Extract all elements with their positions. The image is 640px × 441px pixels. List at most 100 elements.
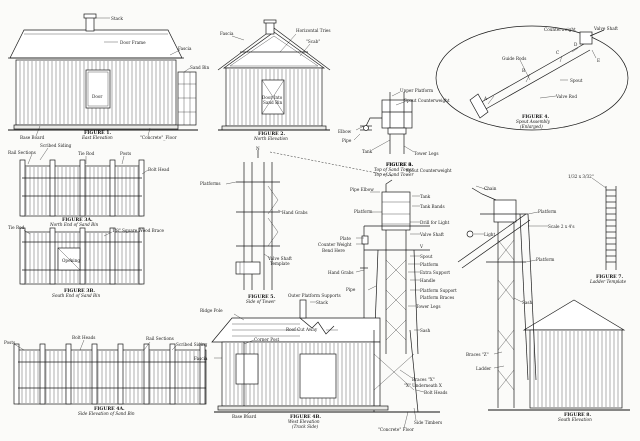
figure-1-subtitle: East Elevation	[81, 135, 113, 140]
label-pipe-6: Pipe	[346, 287, 356, 292]
figure-3a-north-end: Scribed Siding Rail Sections Tie Rod Pos…	[8, 143, 170, 227]
label-fascia: Fascia	[178, 46, 192, 51]
label-tower-legs-3: Tower Legs	[414, 151, 438, 156]
label-c: C	[556, 50, 559, 55]
label-scale: Scale 2 x 4's	[548, 224, 575, 229]
label-bolt-heads-4a: Bolt Heads	[72, 335, 95, 340]
label-upper-platform: Upper Platform	[400, 88, 433, 93]
label-outer-platform-supports: Outer Platform Supports	[288, 293, 341, 298]
figure-6-caption: FIGURE 6.	[386, 162, 413, 168]
label-corner-post: Corner Post	[254, 337, 280, 342]
label-tie-rod-3b: Tie Rod	[8, 225, 25, 230]
label-rail-sections-3a: Rail Sections	[8, 150, 36, 155]
label-stack-4b: Stack	[316, 300, 328, 305]
label-platform-6b: Platform	[420, 262, 438, 267]
label-bolt-heads-4b: Bolt Heads	[424, 390, 447, 395]
label-door-frame: Door Frame	[120, 40, 146, 45]
label-handle: Handle	[420, 278, 436, 283]
label-extra-support: Extra Support	[420, 270, 450, 275]
label-scab: "Scab"	[306, 39, 320, 44]
label-x-underneath: "X" Underneath X	[404, 383, 442, 388]
figure-4-subtitle-2: (Enlarged)	[520, 124, 543, 129]
label-guide-rods: Guide Rods	[502, 56, 526, 61]
figure-2-north-elevation: Fascia Horizontal Tries "Scab" Door Into…	[217, 19, 331, 141]
figure-6-subtitle: Top of Sand Tower	[374, 172, 415, 177]
figure-8-subtitle: South Elevation	[558, 417, 592, 422]
label-sand-bin-2: Sand Bin	[263, 100, 282, 105]
label-sand-bin: Sand Bin	[190, 65, 209, 70]
label-n: N	[256, 146, 260, 151]
label-tie-rod-3a: Tie Rod	[78, 151, 95, 156]
label-tank-bands: Tank Bands	[420, 204, 445, 209]
label-chain: Chain	[484, 186, 497, 191]
label-v: V	[419, 244, 424, 249]
label-d: D	[574, 42, 578, 47]
label-braces-x: Braces "X"	[412, 377, 435, 382]
label-concrete-floor: "Concrete"_Floor	[140, 135, 177, 140]
figure-2-caption: FIGURE 2.	[258, 131, 285, 137]
label-ladder-dim: 1/32 x 3/32"	[568, 174, 594, 179]
label-base-board-4b: Base Board	[232, 414, 257, 419]
figure-4b-subtitle: West Elevation	[288, 419, 320, 424]
figure-4b-west-elevation: Ridge Pole Stack Roof Cut Away Corner Po…	[194, 299, 447, 432]
label-valve-shaft-template: Valve Shaft	[267, 256, 292, 261]
label-counterweight: Counterweight	[544, 27, 576, 32]
label-b: B	[522, 68, 525, 73]
figure-3b-south-end: Tie Rod 1/8" Square Wood Brace Opening F…	[8, 225, 165, 298]
figure-4a-subtitle: Side Elevation of Sand Bin	[78, 411, 135, 416]
label-platform-8: Platform	[538, 209, 556, 214]
label-elbow: Elbow	[338, 129, 352, 134]
label-tower-legs-6: Tower Legs	[416, 304, 440, 309]
label-a: A	[483, 96, 488, 101]
label-bolt-head: Bolt Head	[148, 167, 170, 172]
figure-5-subtitle: Side of Tower	[246, 299, 276, 304]
label-tank-3: Tank	[362, 149, 373, 154]
figure-3-caption: FIGURE 3.	[386, 162, 413, 168]
label-platform-support: Platform Support	[420, 288, 457, 293]
figure-4b-subtitle-2: (Track Side)	[292, 424, 319, 429]
label-valve-shaft-6: Valve Shaft	[419, 232, 444, 237]
label-base-board: Base Board	[20, 135, 45, 140]
figure-4a-caption: FIGURE 4A.	[94, 406, 125, 412]
figure-8-caption: FIGURE 8.	[564, 412, 591, 418]
label-tank-6: Tank	[420, 194, 431, 199]
figure-1-east-elevation: Stack Door Frame Fascia Sand Bin Door Ba…	[8, 13, 209, 140]
label-ladder: Ladder	[476, 366, 491, 371]
label-rail-sections-4a: Rail Sections	[146, 336, 174, 341]
label-bend-here: Bend Here	[322, 248, 345, 253]
figure-3b-subtitle: South End of Sand Bin	[52, 293, 100, 298]
label-drill-for-light: Drill for Light	[420, 220, 450, 225]
label-posts-4a: Posts	[4, 340, 15, 345]
figure-4b-caption: FIGURE 4B.	[290, 414, 321, 420]
label-sash-8: Sash	[522, 300, 533, 305]
label-stack: Stack	[111, 16, 123, 21]
label-valve-shaft-4: Valve Shaft	[593, 26, 618, 31]
label-horizontal-tries: Horizontal Tries	[296, 28, 331, 33]
label-light: Light	[484, 232, 495, 237]
figure-1-caption: FIGURE 1.	[84, 130, 111, 136]
figure-3-tower-top: Upper Platform Spout Counterweight Elbow…	[338, 88, 450, 172]
figure-6-sand-tower: Spout Counterweight Pipe Elbow Tank Tank…	[288, 162, 457, 355]
label-door: Door	[92, 94, 102, 99]
figure-3b-caption: FIGURE 3B.	[64, 288, 95, 294]
figure-7-caption: FIGURE 7.	[596, 274, 623, 280]
figure-4-caption: FIGURE 4.	[522, 114, 549, 120]
label-door-into: Door Into	[262, 95, 283, 100]
label-platform-braces: Platform Braces	[420, 295, 454, 300]
label-pipe-3: Pipe	[342, 138, 352, 143]
label-posts-3a: Posts	[120, 151, 131, 156]
figure-2-subtitle: North Elevation	[253, 136, 288, 141]
label-scribed-siding-4a: Scribed Siding	[176, 342, 208, 347]
figure-4-spout-assembly: Counterweight Valve Shaft Guide Rods Spo…	[435, 25, 629, 131]
label-platform-6: Platform	[354, 209, 372, 214]
figure-5-side-of-tower: Platforms Hand Grabs Valve Shaft Templat…	[200, 146, 393, 304]
label-platforms: Platforms	[200, 181, 221, 186]
label-counter-weight: Counter Weight	[318, 242, 352, 247]
label-roof-cut-away: Roof Cut Away	[286, 327, 318, 332]
figure-3-subtitle: Top of Sand Tower	[374, 167, 415, 172]
label-template: Template	[270, 261, 290, 266]
label-sash-6: Sash	[420, 328, 431, 333]
label-valve-rod: Valve Rod	[555, 94, 577, 99]
figure-5-caption: FIGURE 5.	[248, 294, 275, 300]
